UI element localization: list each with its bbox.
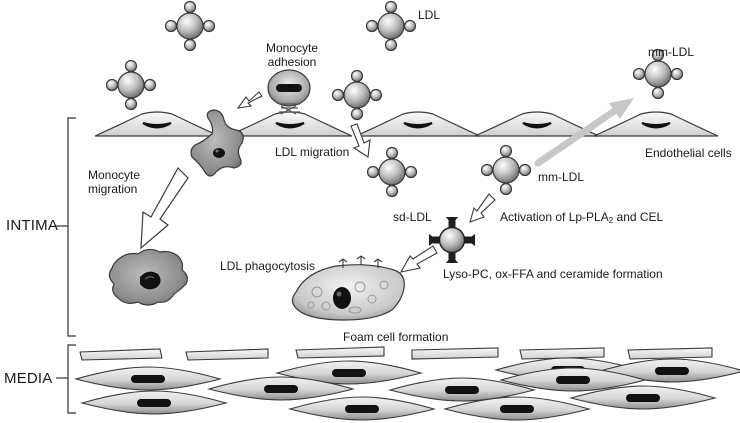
sd-ldl-particle-icon	[429, 217, 475, 263]
adhesion-arrow	[236, 91, 263, 109]
media-label: MEDIA	[4, 370, 53, 387]
foam-cell-icon	[291, 255, 405, 321]
monocyte-adhesion-label: Monocyte adhesion	[262, 41, 322, 69]
ldl-phagocytosis-label: LDL phagocytosis	[220, 259, 315, 273]
ldl-label: LDL	[418, 8, 441, 22]
ldl-migration-arrow	[350, 123, 371, 158]
activation-prefix: Activation of Lp-PLA	[500, 210, 609, 224]
activation-suffix: and CEL	[613, 210, 664, 224]
endothelial-cells-label: Endothelial cells	[645, 146, 732, 160]
phagocytosis-arrow	[399, 245, 438, 273]
mm-ldl-mid-label: mm-LDL	[538, 170, 585, 184]
endothelial-cell-layer	[94, 111, 719, 137]
media-bracket	[56, 344, 76, 414]
monocyte-icon	[267, 69, 311, 115]
mm-ldl-activation-arrow	[469, 193, 496, 223]
intima-label: INTIMA	[6, 217, 59, 234]
activation-label: Activation of Lp-PLA2 and CEL	[500, 210, 664, 225]
media-layer	[75, 346, 740, 421]
activation-subscript: 2	[608, 216, 614, 225]
foam-cell-formation-label: Foam cell formation	[343, 330, 449, 344]
monocyte-adhesion-line1: Monocyte	[265, 41, 319, 55]
lyso-pc-label: Lyso-PC, ox-FFA and ceramide formation	[443, 267, 663, 281]
sd-ldl-label: sd-LDL	[393, 210, 432, 224]
migrating-monocyte-icon	[190, 109, 244, 177]
monocyte-adhesion-line2: adhesion	[267, 55, 317, 69]
monocyte-migration-arrow	[140, 167, 189, 250]
monocyte-migration-line1: Monocyte	[88, 168, 141, 182]
mm-ldl-top-label: mm-LDL	[648, 45, 695, 59]
monocyte-migration-label: Monocyte migration	[88, 168, 140, 196]
ldl-migration-label: LDL migration	[275, 145, 350, 159]
ldl-particle-icon	[107, 2, 683, 197]
oxidation-arrow	[534, 98, 634, 167]
intima-bracket	[56, 117, 76, 337]
macrophage-icon	[108, 248, 188, 306]
monocyte-migration-line2: migration	[88, 182, 138, 196]
